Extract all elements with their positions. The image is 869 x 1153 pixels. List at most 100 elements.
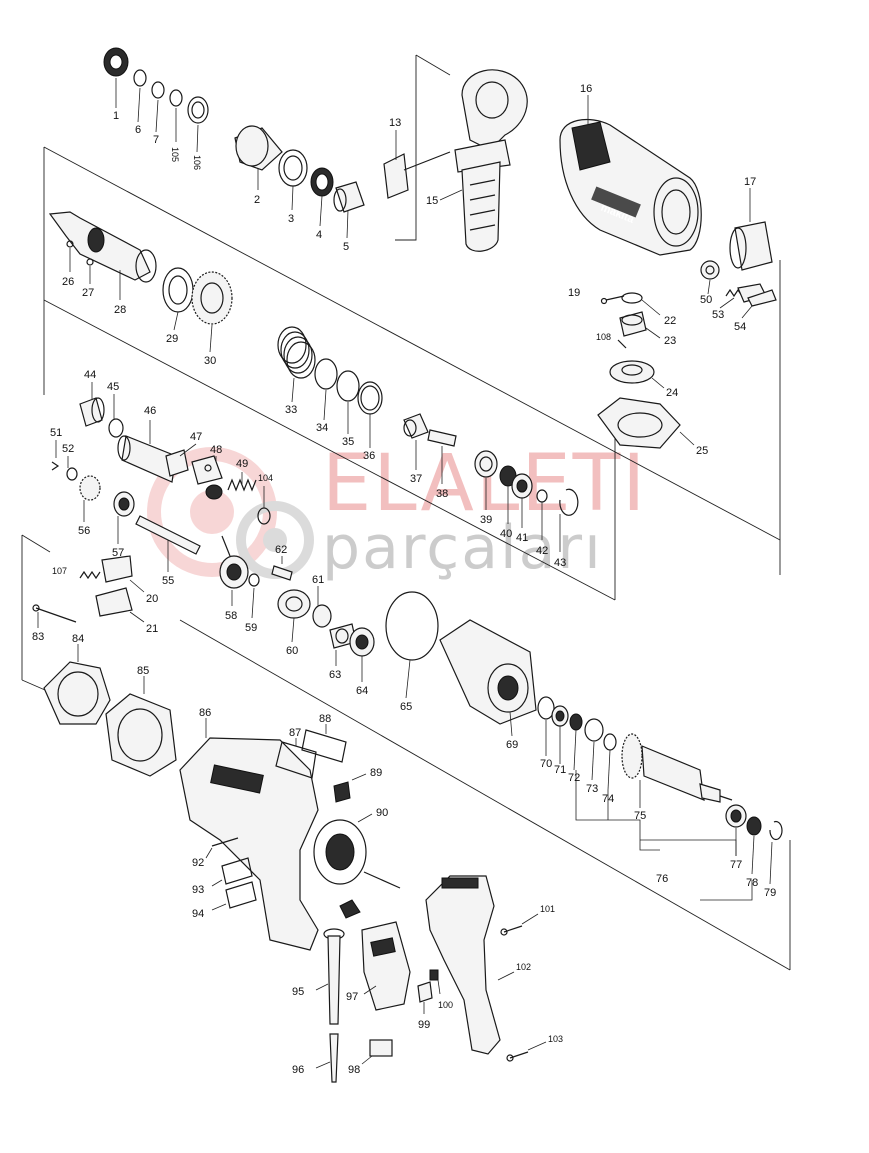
- part-57-bearing: [113, 491, 135, 544]
- part-22-oring: [621, 292, 661, 316]
- part-70-ring: [537, 696, 555, 756]
- label-part-5: 5: [343, 241, 349, 253]
- part-59-ring: [248, 573, 260, 619]
- label-part-71: 71: [554, 764, 566, 776]
- label-part-15: 15: [426, 195, 438, 207]
- part-1-cap: [103, 47, 129, 108]
- part-79-clip: [769, 820, 783, 885]
- part-2-sleeve: [234, 125, 283, 190]
- label-part-2: 2: [254, 194, 260, 206]
- part-64-bearing: [349, 627, 375, 682]
- part-98-brush: [361, 1039, 393, 1065]
- label-part-90: 90: [376, 807, 388, 819]
- part-94-label: [211, 881, 257, 911]
- part-42-ring: [536, 489, 548, 540]
- label-part-85: 85: [137, 665, 149, 677]
- part-69-inner-housing: [439, 619, 537, 737]
- part-95-tube: [315, 928, 345, 1025]
- part-65-oring: [385, 591, 439, 699]
- label-part-51: 51: [50, 427, 62, 439]
- label-part-42: 42: [536, 545, 548, 557]
- label-part-27: 27: [82, 287, 94, 299]
- label-part-92: 92: [192, 857, 204, 869]
- label-part-86: 86: [199, 707, 211, 719]
- part-25-base: [597, 397, 695, 449]
- label-part-40: 40: [500, 528, 512, 540]
- part-56-gear: [79, 475, 101, 522]
- part-29-ring: [162, 267, 194, 331]
- part-75-armature: [621, 733, 733, 808]
- part-43-circlip: [559, 488, 579, 552]
- label-part-33: 33: [285, 404, 297, 416]
- label-part-74: 74: [602, 793, 614, 805]
- label-part-87: 87: [289, 727, 301, 739]
- part-3-ring: [278, 149, 308, 211]
- label-part-35: 35: [342, 436, 354, 448]
- label-part-75: 75: [634, 810, 646, 822]
- label-part-72: 72: [568, 772, 580, 784]
- part-26-ball: [66, 240, 74, 272]
- label-part-105: 105: [170, 147, 180, 162]
- label-part-4: 4: [316, 229, 322, 241]
- part-34-ring: [314, 358, 338, 421]
- part-103-screw: [506, 1041, 547, 1062]
- part-73-washer: [584, 718, 604, 781]
- label-part-95: 95: [292, 986, 304, 998]
- part-107-spring: [79, 570, 101, 580]
- part-100-screw: [429, 969, 441, 995]
- part-27-ball: [86, 258, 94, 284]
- label-part-62: 62: [275, 544, 287, 556]
- label-part-84: 84: [72, 633, 84, 645]
- part-19-pin: [600, 295, 625, 305]
- label-part-17: 17: [744, 176, 756, 188]
- label-part-88: 88: [319, 713, 331, 725]
- part-41-bearing: [511, 473, 533, 528]
- part-83-pin: [32, 604, 77, 628]
- label-part-61: 61: [312, 574, 324, 586]
- label-part-43: 43: [554, 557, 566, 569]
- part-88-label: [301, 724, 347, 763]
- part-96-rod: [315, 1033, 339, 1083]
- part-6-ring: [133, 69, 147, 123]
- part-104-ring: [257, 486, 271, 525]
- part-54-lever: [737, 283, 777, 319]
- part-108-screw: [617, 339, 627, 349]
- part-99-clip: [417, 981, 433, 1014]
- part-62-pin: [271, 556, 293, 581]
- part-17-cylinder: [729, 188, 773, 271]
- part-5-bushing: [333, 181, 365, 239]
- label-part-83: 83: [32, 631, 44, 643]
- label-part-104: 104: [258, 473, 273, 483]
- part-48b-piston: [205, 484, 223, 500]
- part-4-ring: [310, 167, 334, 227]
- part-number-labels: 1 6 7 105 106 2 3 4 5 13 15 16 17 19 22 …: [32, 83, 776, 1076]
- label-part-41: 41: [516, 532, 528, 544]
- part-15-side-handle: [439, 69, 528, 252]
- label-part-37: 37: [410, 473, 422, 485]
- label-part-21: 21: [146, 623, 158, 635]
- part-48-piston: [191, 455, 223, 485]
- part-39-ring: [474, 450, 498, 510]
- part-71-bearing: [551, 705, 569, 764]
- label-part-52: 52: [62, 443, 74, 455]
- label-part-93: 93: [192, 884, 204, 896]
- part-102-handle-cover: [425, 875, 515, 1055]
- label-part-45: 45: [107, 381, 119, 393]
- label-part-101: 101: [540, 904, 555, 914]
- part-50-bearing: [700, 260, 720, 295]
- label-part-77: 77: [730, 859, 742, 871]
- label-part-73: 73: [586, 783, 598, 795]
- label-part-58: 58: [225, 610, 237, 622]
- part-49-spring: [227, 472, 257, 492]
- label-part-6: 6: [135, 124, 141, 136]
- label-part-3: 3: [288, 213, 294, 225]
- part-37-bushing: [403, 413, 429, 470]
- label-part-94: 94: [192, 908, 204, 920]
- part-7-ring: [151, 81, 165, 133]
- label-part-97: 97: [346, 991, 358, 1003]
- label-part-34: 34: [316, 422, 328, 434]
- label-part-24: 24: [666, 387, 678, 399]
- part-38-pin: [427, 429, 457, 484]
- part-52-ring: [66, 456, 78, 481]
